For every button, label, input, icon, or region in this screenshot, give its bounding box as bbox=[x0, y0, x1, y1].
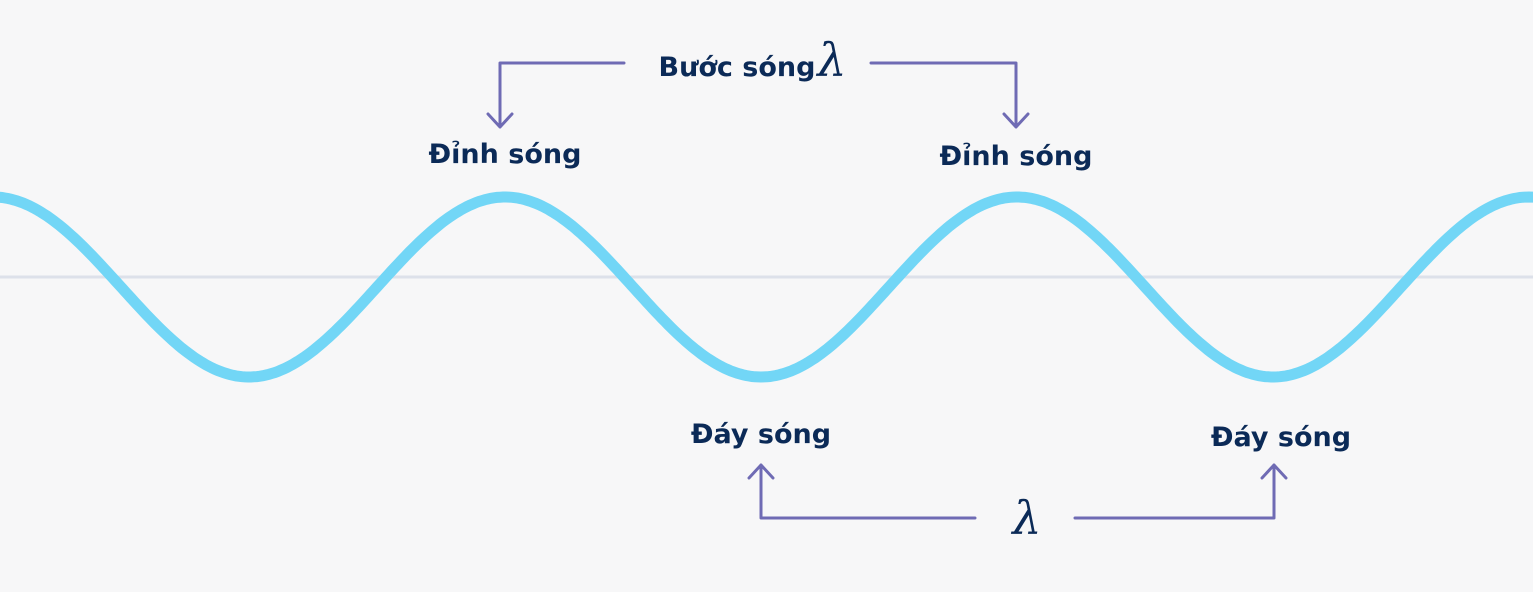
wave-curve bbox=[0, 191, 1533, 383]
top-right-arrow bbox=[869, 61, 1030, 129]
bottom-right-arrow bbox=[1073, 463, 1288, 520]
wavelength-symbol-bottom: λ bbox=[1010, 491, 1041, 545]
trough-label-1: Đáy sóng bbox=[691, 419, 831, 450]
trough-label-2: Đáy sóng bbox=[1211, 422, 1351, 453]
wavelength-title: Bước sóng bbox=[659, 52, 816, 83]
wavelength-symbol-top: λ bbox=[815, 33, 846, 87]
crest-label-2: Đỉnh sóng bbox=[940, 141, 1093, 172]
top-left-arrow bbox=[486, 61, 626, 129]
crest-label-1: Đỉnh sóng bbox=[429, 139, 582, 170]
bottom-left-arrow bbox=[747, 463, 977, 520]
